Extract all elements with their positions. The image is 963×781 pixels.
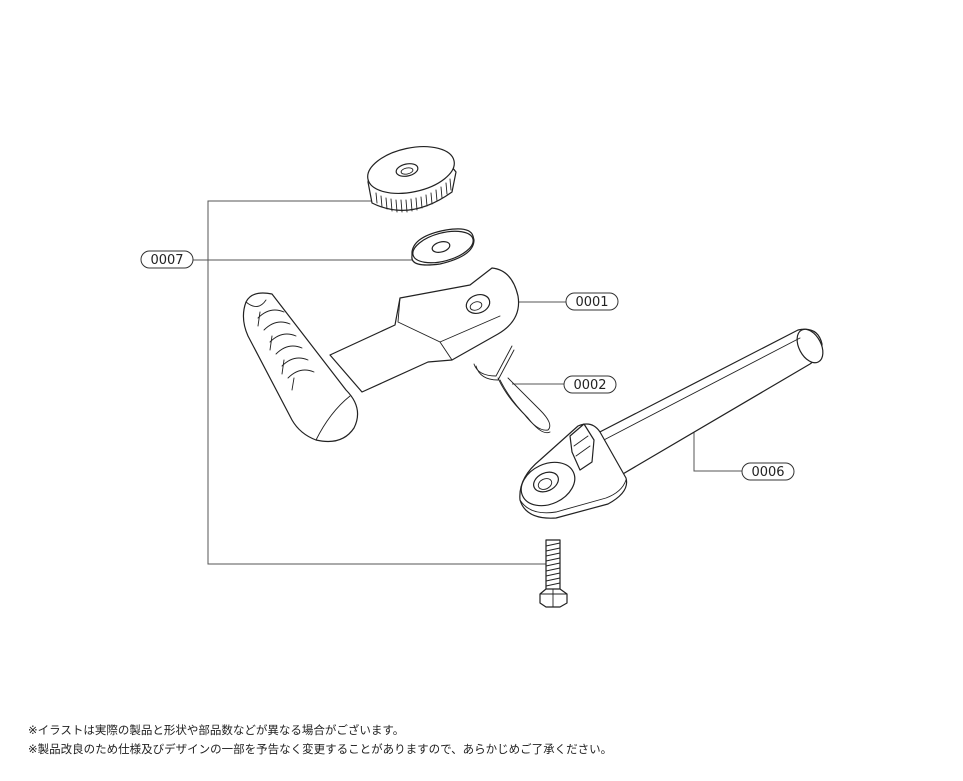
spring	[473, 345, 551, 434]
washer	[411, 228, 475, 266]
leader-lines	[193, 200, 742, 565]
hex-bolt	[539, 539, 568, 608]
disclaimer-note-2: ※製品改良のため仕様及びデザインの一部を予告なく変更することがありますので、あら…	[28, 742, 613, 756]
knurled-knob	[367, 146, 457, 213]
svg-text:0001: 0001	[575, 295, 608, 310]
disclaimer-note-1: ※イラストは実際の製品と形状や部品数などが異なる場合がございます。	[28, 723, 405, 737]
label-0001: 0001	[565, 292, 619, 311]
footpeg-lever	[242, 267, 520, 443]
svg-text:0006: 0006	[751, 465, 784, 480]
svg-text:0007: 0007	[150, 253, 183, 268]
svg-text:0002: 0002	[573, 378, 606, 393]
bracket-tube	[519, 328, 824, 519]
label-0006: 0006	[741, 462, 795, 481]
disclaimer-notes: ※イラストは実際の製品と形状や部品数などが異なる場合がございます。 ※製品改良の…	[28, 721, 612, 759]
label-0007: 0007	[140, 250, 194, 269]
label-0002: 0002	[563, 375, 617, 394]
